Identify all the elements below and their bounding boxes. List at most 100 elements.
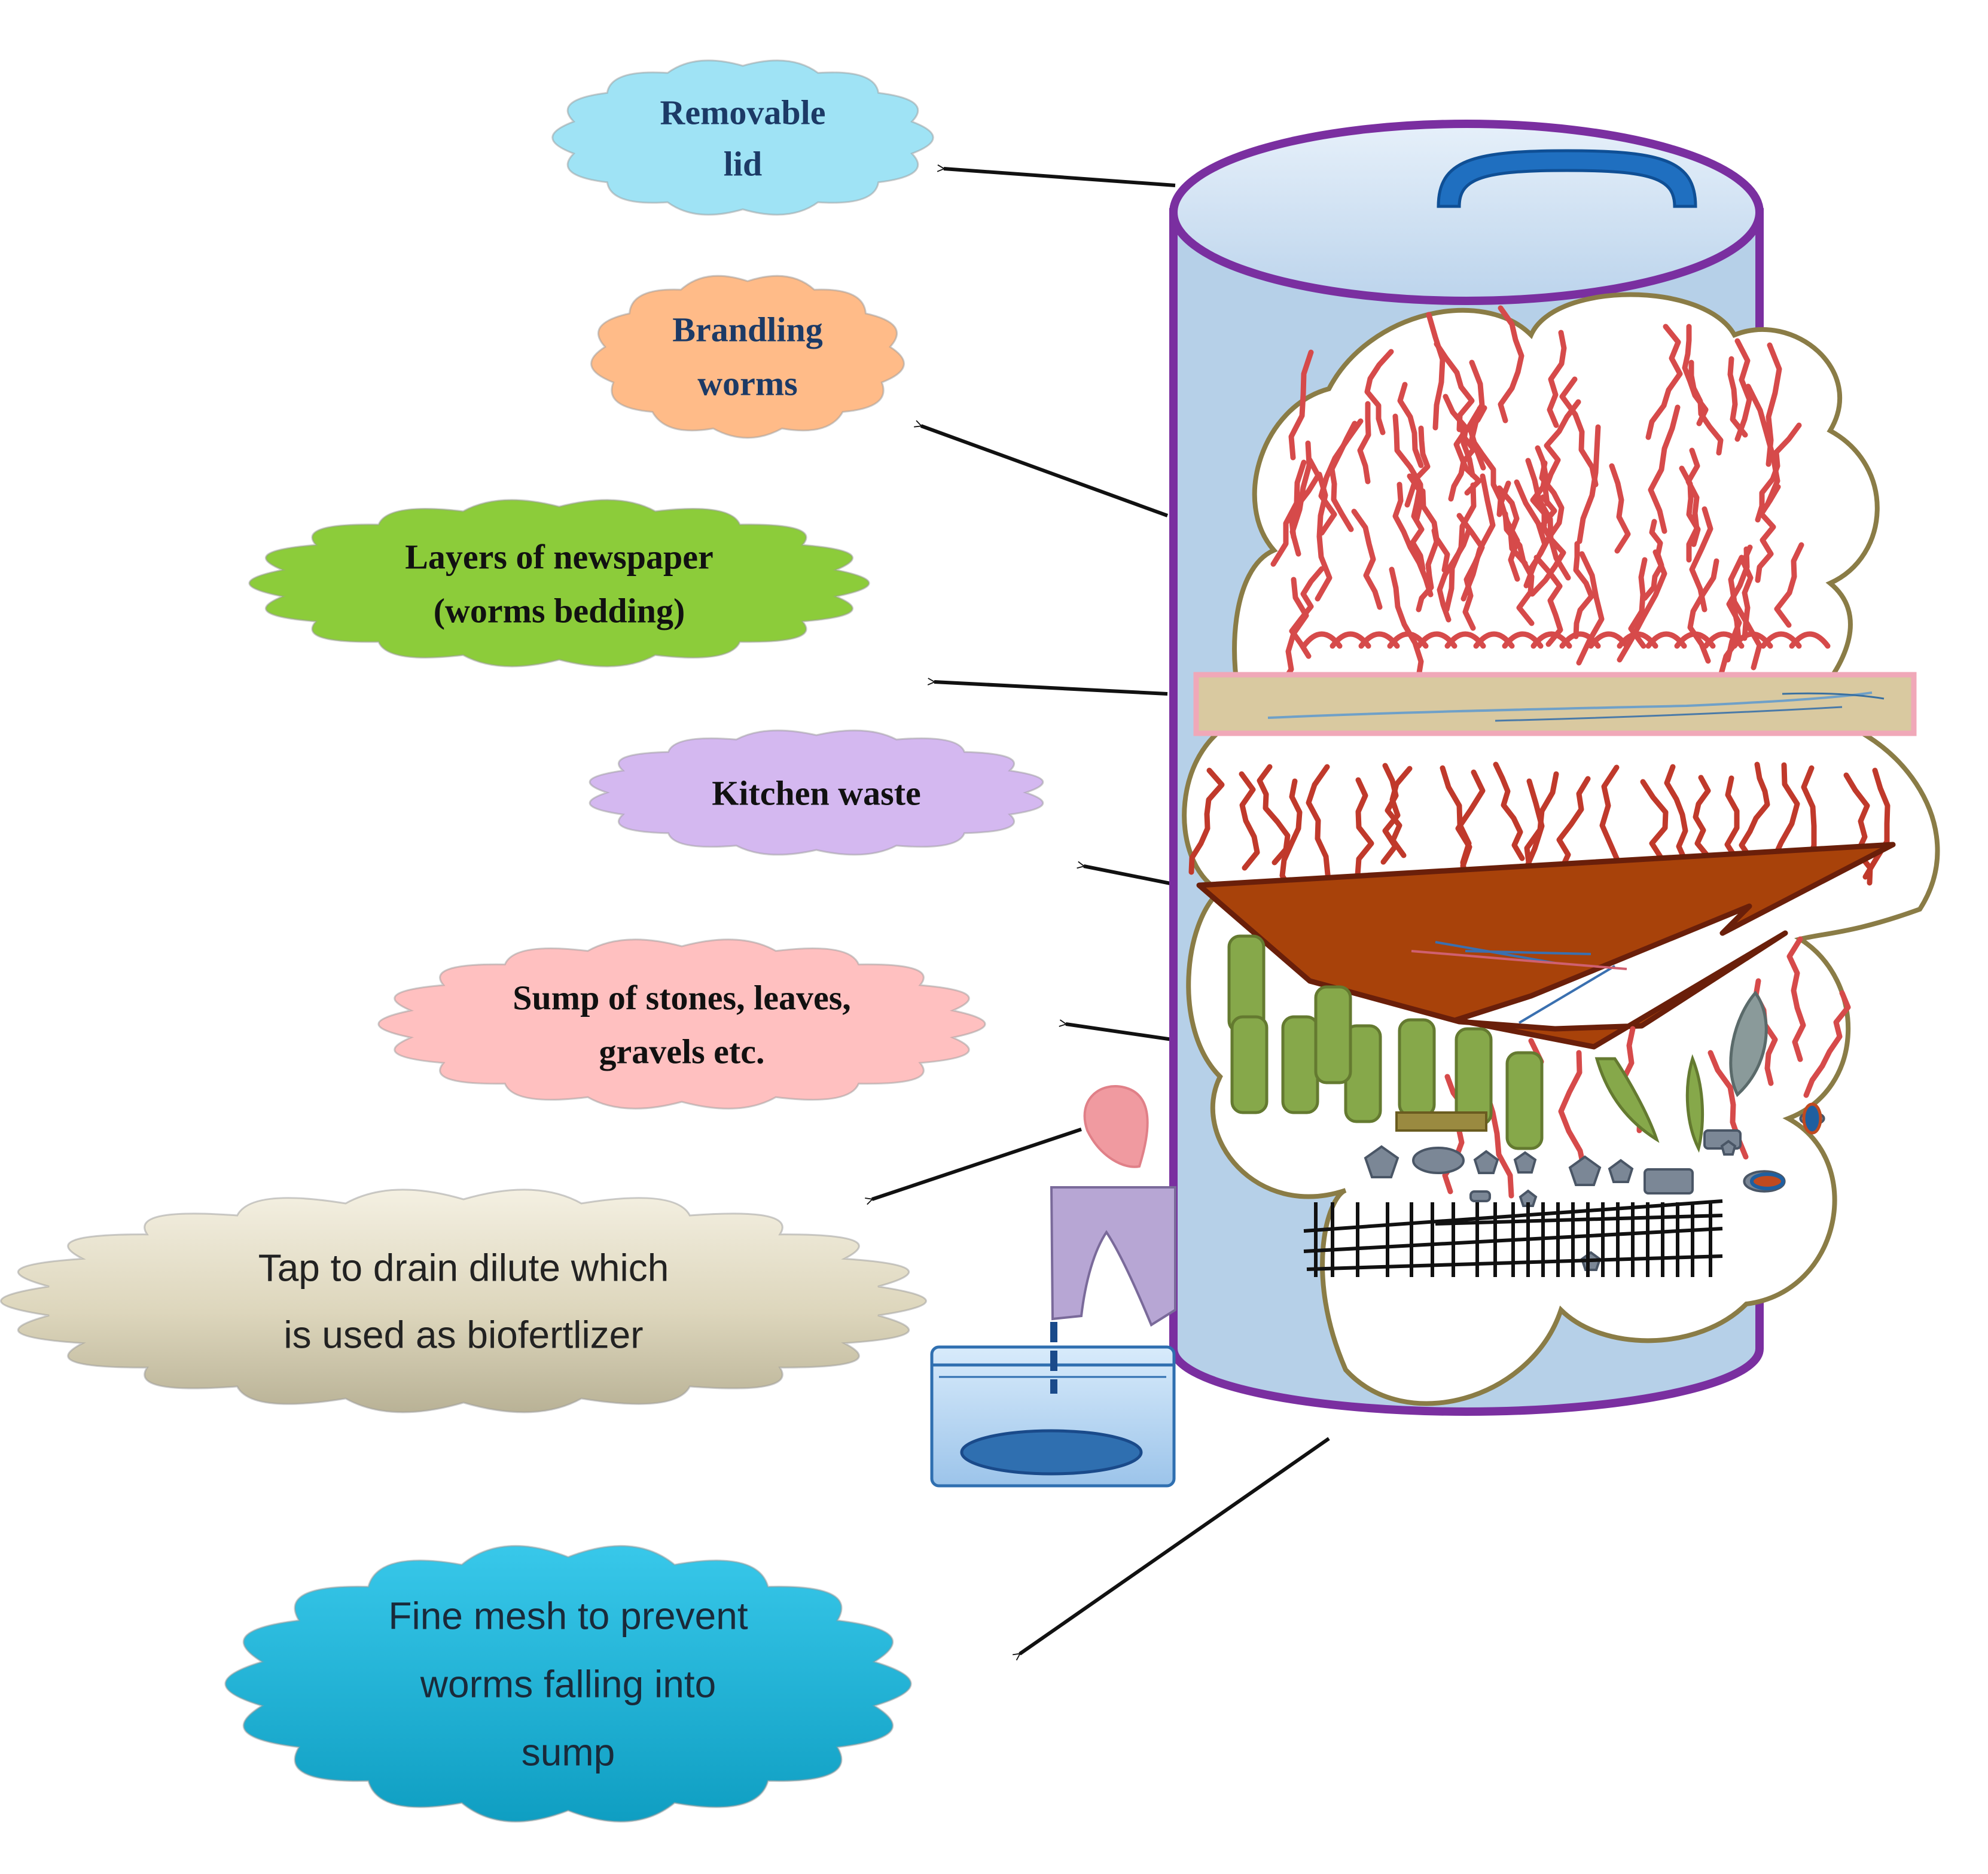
worm-mark [1559, 376, 1599, 487]
stone-icon [1802, 1102, 1822, 1135]
cloud-label-brandling-worms: Brandling worms [590, 275, 905, 439]
worm-mark [1289, 457, 1321, 540]
worm-mark [1577, 424, 1601, 544]
worm-mark [1407, 473, 1426, 572]
worm-mark [1380, 766, 1413, 865]
worm-mark [1493, 761, 1525, 861]
worm-mark [1270, 459, 1307, 567]
worm-mark [1351, 508, 1383, 610]
cloud-shape-icon [377, 938, 986, 1110]
worm-mark [1460, 473, 1496, 602]
stone-icon [1412, 1147, 1465, 1174]
label-text-kitchen-waste: Kitchen waste [712, 773, 921, 812]
worm-mark [1392, 413, 1424, 522]
worm-mark [1803, 990, 1851, 1098]
tap-valve-icon [1083, 1085, 1149, 1168]
label-line: is used as biofertlizer [283, 1313, 643, 1356]
worm-mark [1617, 549, 1667, 663]
worm-mark [1642, 519, 1664, 601]
arrow-lid [944, 169, 1176, 187]
label-line: lid [724, 144, 763, 183]
worm-mark [1329, 420, 1358, 532]
leaves-illustration [1227, 934, 1768, 1153]
cloud-shape-icon [0, 1189, 927, 1413]
worm-mark [1573, 541, 1594, 639]
label-text-sump: Sump of stones, leaves, gravels etc. [513, 978, 851, 1071]
worm-mark [1755, 484, 1781, 583]
worm-mark [1434, 341, 1475, 432]
label-line: worms [697, 364, 798, 403]
worm-mark [1547, 330, 1567, 428]
worm-mark [1728, 554, 1763, 671]
worm-mark [1456, 513, 1485, 631]
leaf-icon [1455, 1027, 1493, 1126]
label-line: Brandling [672, 310, 822, 349]
worm-mark [1556, 776, 1591, 873]
label-line: Kitchen waste [712, 773, 921, 812]
worm-mark [1648, 404, 1681, 534]
bin-lid [1169, 120, 1764, 305]
fine-mesh-grid [1303, 1199, 1723, 1277]
twig-icon [1395, 1111, 1487, 1132]
cloud-label-newspaper-layers: Layers of newspaper(worms bedding) [248, 499, 870, 668]
worm-mark [1416, 528, 1440, 613]
worm-mark [1687, 558, 1719, 664]
arrow-worms [921, 426, 1169, 517]
leaf-icon [1729, 991, 1768, 1098]
worm-mark [1774, 542, 1804, 628]
stone-icon [1364, 1145, 1399, 1178]
worm-mark [1498, 305, 1524, 423]
worm-mark [1533, 554, 1563, 647]
arrow-tap [872, 1128, 1082, 1199]
arrow-sump [1066, 1024, 1173, 1041]
worm-mark [1496, 485, 1528, 566]
worm-mark [1786, 936, 1806, 1062]
label-text-brandling-worms: Brandling worms [672, 310, 822, 403]
stone-icon [1608, 1159, 1634, 1183]
brandling-worms-illustration [1270, 305, 1831, 729]
label-line: gravels etc. [599, 1032, 765, 1071]
label-line: sump [522, 1730, 615, 1774]
worm-mark [1862, 767, 1891, 880]
leaf-icon [1314, 985, 1352, 1084]
stone-icon [1513, 1151, 1537, 1174]
worm-mark [1725, 546, 1750, 663]
lid-handle-icon [1437, 149, 1697, 208]
worm-mark [1437, 527, 1472, 623]
worm-mark [1392, 482, 1434, 598]
worm-mark [1426, 312, 1446, 431]
label-line: Sump of stones, leaves, [513, 978, 851, 1017]
worm-mark [1466, 359, 1486, 471]
worm-mark [1769, 762, 1800, 866]
label-text-newspaper-layers: Layers of newspaper(worms bedding) [405, 537, 714, 630]
tap-spout-icon [1050, 1186, 1176, 1327]
worm-mark [1455, 769, 1486, 888]
cloud-shape-icon [551, 59, 934, 216]
worm-mark [1355, 777, 1374, 894]
worm-mark [1306, 764, 1331, 877]
stones-illustration [1364, 1102, 1825, 1271]
leaf-icon [1281, 1015, 1319, 1114]
worm-mark [1279, 778, 1303, 895]
worm-mark [1609, 463, 1631, 554]
label-line: worms falling into [420, 1662, 716, 1705]
stone-icon [1469, 1190, 1491, 1202]
worm-mark [1734, 338, 1752, 442]
leaf-icon [1398, 1018, 1436, 1117]
worm-mark [1688, 359, 1724, 456]
label-line: Layers of newspaper [405, 537, 714, 576]
worm-mark [1289, 566, 1325, 659]
cloud-label-sump: Sump of stones, leaves, gravels etc. [377, 938, 986, 1110]
newspaper-bedding-layer [1193, 672, 1917, 736]
worm-mark [1357, 401, 1371, 485]
leaf-icon [1685, 1054, 1705, 1153]
leaf-icon [1505, 1051, 1544, 1150]
worm-mark [1664, 764, 1689, 866]
leaf-icon [1594, 1057, 1660, 1143]
worm-mark [1364, 349, 1394, 435]
cloud-shape-icon [589, 729, 1044, 856]
worm-mark [1682, 324, 1709, 426]
